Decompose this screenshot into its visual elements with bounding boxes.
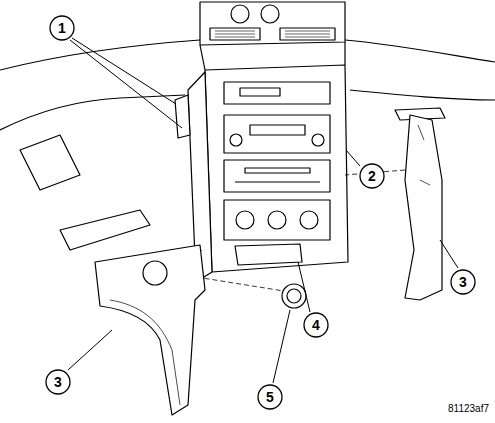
callout-circle: 5: [257, 384, 283, 410]
right-bezel: [405, 115, 442, 300]
callout-number: 1: [58, 21, 66, 35]
clock: [231, 5, 249, 23]
vent-slats: [215, 31, 330, 37]
callout-circle: 1: [49, 15, 75, 41]
knee-panel: [60, 210, 150, 250]
center-stack: [205, 65, 348, 272]
callout-circle: 3: [450, 269, 476, 295]
upper-bezel: [200, 2, 345, 45]
dash-vent: [20, 135, 80, 190]
bezel-edge: [110, 300, 180, 405]
hvac-controls: [224, 200, 330, 240]
callout-number: 5: [266, 390, 274, 404]
button-row: [235, 181, 320, 182]
callout-number: 4: [312, 318, 320, 332]
bezel-opening: [143, 261, 167, 285]
dash-edge: [345, 40, 495, 62]
dash-edge: [0, 40, 200, 70]
leader-line: [298, 262, 310, 312]
dash-edge: [350, 90, 495, 100]
radio-display: [250, 125, 305, 135]
hvac-knob: [268, 211, 286, 229]
trim-ring: [282, 284, 306, 308]
climate-display: [224, 82, 330, 104]
hvac-knob: [300, 211, 318, 229]
gauge: [261, 5, 279, 23]
display-window: [240, 88, 280, 96]
callout-number: 3: [54, 375, 62, 389]
assembly-line: [110, 170, 405, 265]
callout-number: 3: [459, 275, 467, 289]
hvac-knob: [236, 211, 254, 229]
bezel-clip: [418, 125, 430, 185]
cd-slot: [245, 168, 310, 173]
leader-line: [68, 330, 112, 370]
radio: [224, 115, 330, 153]
callout-circle: 4: [303, 312, 329, 338]
leader-line: [346, 150, 360, 166]
dash-edge: [0, 95, 185, 130]
lower-bracket: [235, 244, 302, 265]
radio-knob: [230, 134, 242, 146]
cd-player: [224, 160, 330, 192]
callout-number: 2: [368, 169, 376, 183]
figure-code: 81123af7: [448, 403, 489, 414]
mounting-bracket: [175, 95, 190, 138]
leader-line: [273, 310, 290, 383]
leader-line: [70, 38, 182, 128]
radio-knob: [312, 134, 324, 146]
callout-circle: 2: [359, 163, 385, 189]
leader-line: [440, 240, 458, 268]
callout-circle: 3: [45, 369, 71, 395]
trim-ring-inner: [287, 289, 301, 303]
